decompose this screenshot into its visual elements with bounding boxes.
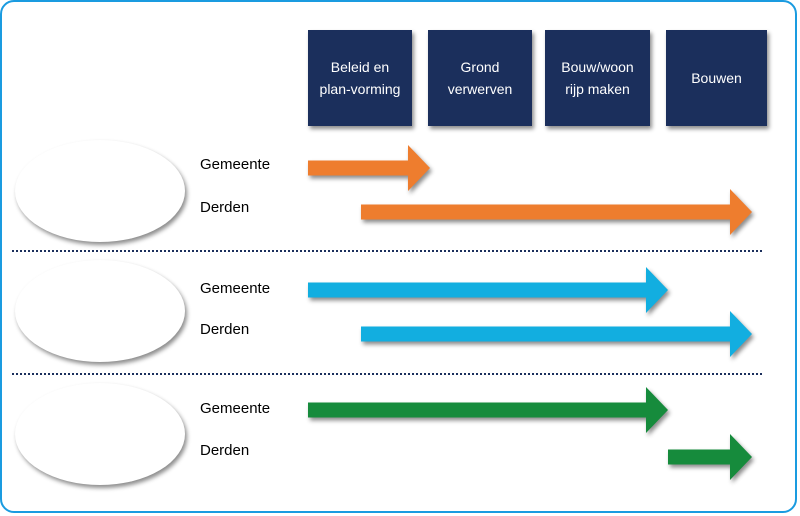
phase-box-bouwwoonrijp: Bouw/woon rijp maken: [545, 30, 650, 126]
arrow-faciliterend-gemeente: [308, 145, 430, 191]
section-divider: [12, 373, 762, 375]
phase-box-grond: Grond verwerven: [428, 30, 532, 126]
party-label-derden: Derden: [200, 199, 250, 216]
model-ellipse-actief: Actief: [15, 383, 185, 485]
arrow-actief-derden: [668, 434, 752, 480]
party-label-derden: Derden: [200, 442, 250, 459]
model-ellipse-faciliterend: Faciliterend: [15, 140, 185, 242]
phase-box-beleid: Beleid en plan-vorming: [308, 30, 412, 126]
party-label-gemeente: Gemeente: [200, 280, 271, 297]
arrow-faciliterend-derden: [361, 189, 752, 235]
phase-box-bouwen: Bouwen: [666, 30, 767, 126]
model-ellipse-pps: PPS: [15, 260, 185, 362]
arrow-actief-gemeente: [308, 387, 668, 433]
party-label-derden: Derden: [200, 321, 250, 338]
arrow-pps-derden: [361, 311, 752, 357]
section-divider: [12, 250, 762, 252]
party-label-gemeente: Gemeente: [200, 156, 271, 173]
party-label-gemeente: Gemeente: [200, 400, 271, 417]
arrow-pps-gemeente: [308, 267, 668, 313]
